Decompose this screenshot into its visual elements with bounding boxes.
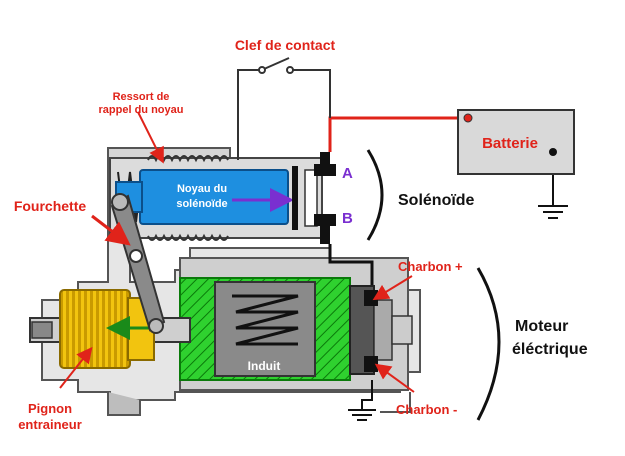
- terminal-b-post: [314, 214, 336, 226]
- battery-label: Batterie: [482, 135, 538, 152]
- ground-symbol-battery: [538, 205, 568, 219]
- brush-plus-label: Charbon +: [398, 259, 463, 274]
- core-label-2: solénoïde: [176, 198, 227, 210]
- pinion-pointer: [59, 346, 93, 389]
- fork-pointer: [91, 214, 131, 246]
- ignition-switch: [263, 57, 290, 70]
- battery: Batterie: [457, 109, 575, 175]
- fork-label: Fourchette: [14, 198, 87, 214]
- spring-label-1: Ressort de: [113, 91, 170, 103]
- solenoid-label: Solénoïde: [398, 192, 475, 209]
- brush-plus-pointer: [372, 275, 413, 301]
- motor-label-2: éléctrique: [512, 341, 588, 358]
- ignition-wire-right: [290, 69, 331, 118]
- contact-plate: [292, 166, 298, 230]
- solenoid-brace: [366, 149, 384, 241]
- spring-label-2: rappel du noyau: [99, 104, 184, 116]
- brush-minus-label: Charbon -: [396, 402, 457, 417]
- brush-minus: [364, 356, 378, 372]
- brush-plus: [364, 290, 378, 306]
- core-label-1: Noyau du: [177, 183, 227, 195]
- motor-feed-wire: [328, 244, 374, 286]
- terminal-a-label: A: [342, 165, 353, 182]
- terminal-b-label: B: [342, 210, 353, 227]
- motor-armature: Induit: [179, 277, 413, 381]
- motor-brace: [476, 267, 501, 421]
- ignition-wire-left: [237, 69, 262, 160]
- spring-pointer: [137, 111, 164, 164]
- armature-label: Induit: [248, 359, 281, 373]
- pinion-label-2: entraineur: [18, 417, 82, 432]
- ground-symbol-motor: [348, 409, 376, 421]
- solenoid-assembly: Noyau du solénoïde: [109, 152, 336, 244]
- key-label: Clef de contact: [235, 37, 336, 53]
- pinion-label-1: Pignon: [28, 401, 72, 416]
- brush-minus-pointer: [374, 363, 415, 393]
- armature-winding: [232, 294, 299, 346]
- motor-label-1: Moteur: [515, 318, 568, 335]
- wiring: [237, 57, 568, 421]
- battery-positive-wire: [328, 116, 460, 152]
- solenoid-core: [139, 169, 289, 225]
